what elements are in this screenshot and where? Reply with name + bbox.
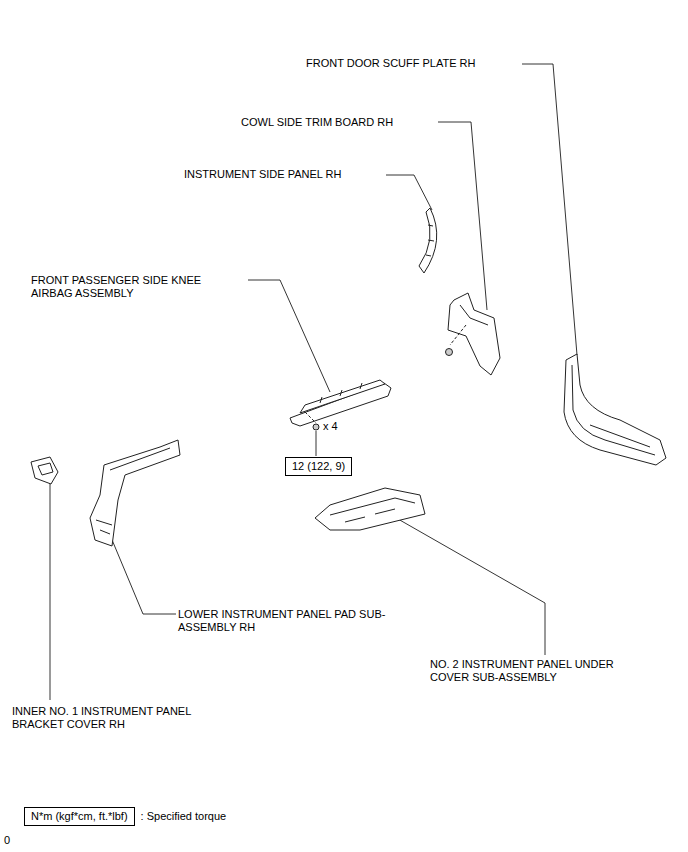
page-number: 0 bbox=[4, 834, 24, 847]
part-name: INSTRUMENT SIDE PANEL RH bbox=[184, 168, 384, 181]
part-name: NO. 2 INSTRUMENT PANEL UNDER COVER SUB-A… bbox=[430, 658, 652, 684]
cowl-side-trim bbox=[446, 293, 501, 375]
bracket-cover bbox=[31, 457, 58, 484]
quantity: x 4 bbox=[323, 420, 363, 433]
instrument-side-panel bbox=[419, 208, 437, 273]
part-name: LOWER INSTRUMENT PANEL PAD SUB-ASSEMBLY … bbox=[178, 608, 428, 634]
part-name: INNER NO. 1 INSTRUMENT PANEL BRACKET COV… bbox=[12, 705, 224, 731]
knee-airbag bbox=[290, 380, 391, 430]
lower-pad bbox=[90, 440, 180, 546]
scuff-plate bbox=[564, 354, 666, 465]
part-name: COWL SIDE TRIM BOARD RH bbox=[241, 116, 436, 129]
under-cover bbox=[315, 488, 425, 530]
part-name: FRONT PASSENGER SIDE KNEE AIRBAG ASSEMBL… bbox=[31, 274, 236, 300]
leader-lines bbox=[50, 64, 577, 700]
torque-spec: 12 (122, 9) bbox=[285, 457, 352, 476]
torque-value: N*m (kgf*cm, ft.*lbf) bbox=[24, 807, 135, 826]
torque-value: 12 (122, 9) bbox=[285, 457, 352, 476]
part-name: FRONT DOOR SCUFF PLATE RH bbox=[306, 57, 520, 70]
legend-text: : Specified torque bbox=[141, 810, 227, 823]
torque-legend: N*m (kgf*cm, ft.*lbf) : Specified torque bbox=[24, 807, 226, 826]
